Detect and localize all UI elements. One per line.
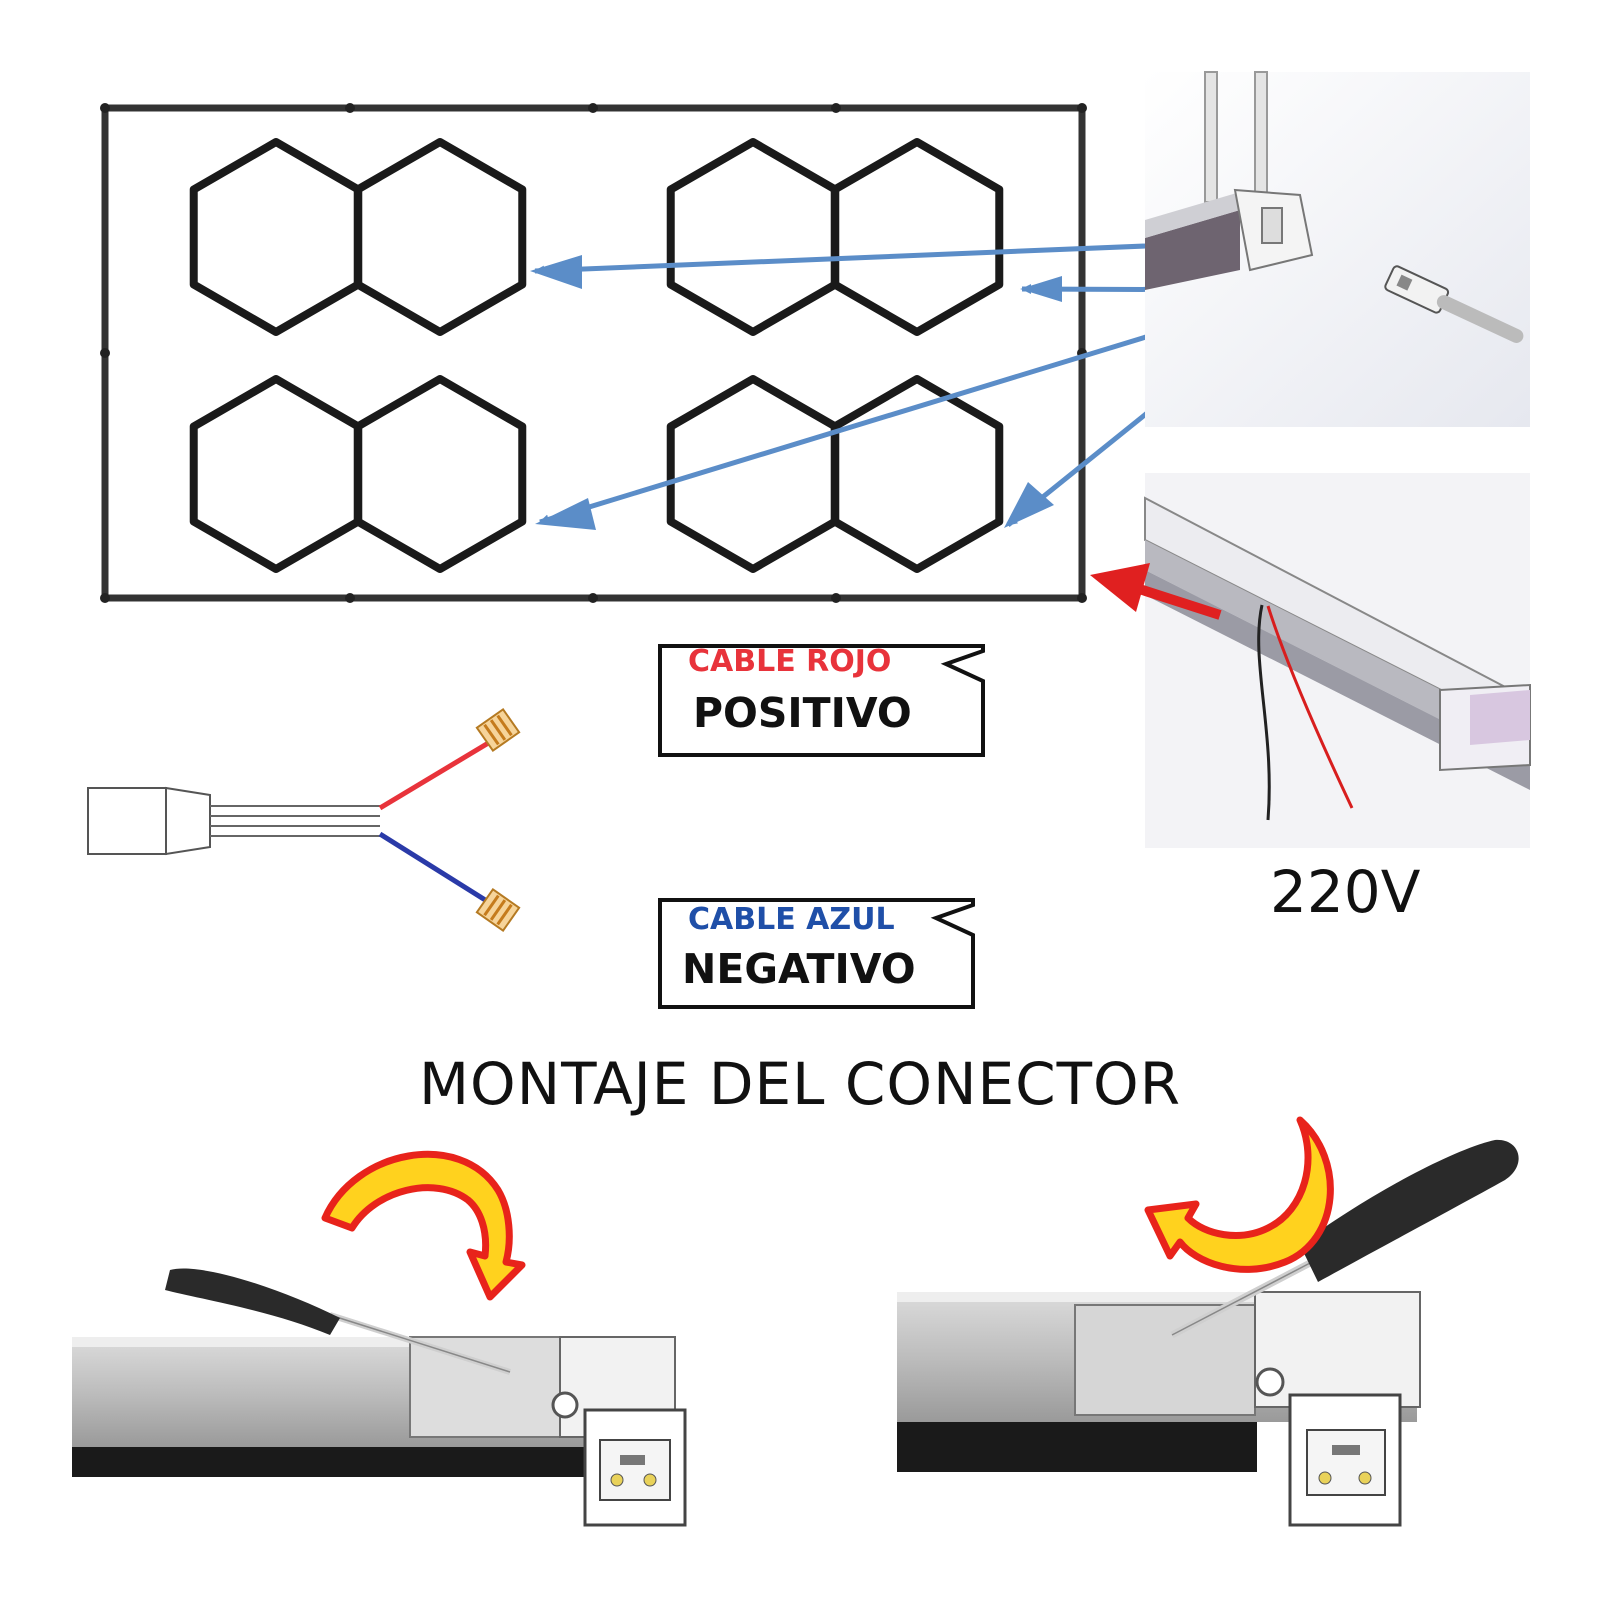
screwdriver-icon (1170, 1139, 1519, 1339)
curved-arrow-clockwise-icon (321, 1151, 526, 1301)
arrow-heads (530, 255, 1062, 530)
hexagon-top-right-a (666, 138, 840, 336)
panel-frame (100, 103, 1087, 603)
hexagon-lights (189, 138, 1004, 573)
hexagon-top-left-b (353, 138, 527, 336)
voltage-label: 220V (1270, 858, 1421, 926)
y-cable-connector (87, 707, 521, 933)
red-pointer-arrow (1090, 563, 1222, 620)
hexagon-bottom-right-b (830, 375, 1004, 573)
blue-wire-clip (475, 887, 521, 933)
rail-assembly-left (72, 1336, 687, 1527)
blue-cable-label: CABLE AZUL (688, 902, 895, 937)
hexagon-top-left-a (189, 138, 363, 336)
curved-arrow-counterclockwise-icon (1144, 1116, 1334, 1273)
positive-label-box (658, 644, 985, 757)
screwdriver-icon (165, 1268, 511, 1375)
hexagon-bottom-left-a (189, 375, 363, 573)
negative-label: NEGATIVO (682, 945, 916, 993)
red-wire (378, 739, 492, 811)
negative-label-box (658, 898, 975, 1009)
hexagon-bottom-left-b (353, 375, 527, 573)
red-wire-clip (475, 707, 521, 753)
page-title: MONTAJE DEL CONECTOR (419, 1050, 1181, 1118)
hexagon-top-right-b (830, 138, 1004, 336)
arrow-to-top-left (534, 242, 1171, 276)
positive-label: POSITIVO (693, 689, 912, 737)
corner-connector-photo (1145, 71, 1530, 427)
blue-wire (378, 831, 492, 906)
rail-assembly-right (897, 1291, 1421, 1527)
red-cable-label: CABLE ROJO (688, 644, 892, 679)
frame-wire-photo (1144, 473, 1531, 848)
